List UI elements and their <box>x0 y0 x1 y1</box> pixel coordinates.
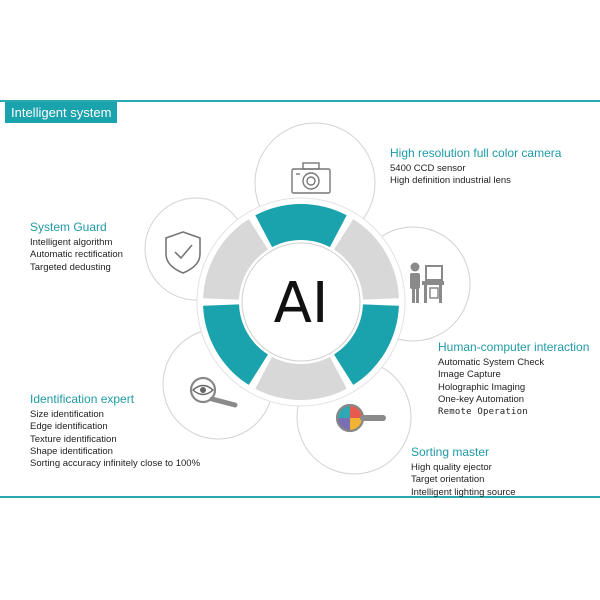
identification-item: Shape identification <box>30 445 113 457</box>
ring-segment <box>203 219 268 300</box>
ring-segment <box>255 356 347 401</box>
hci-title: Human-computer interaction <box>438 340 590 354</box>
identification-feature: Identification expert Size identificatio… <box>30 392 200 470</box>
guard-item: Targeted dedusting <box>30 261 111 273</box>
identification-item: Edge identification <box>30 421 108 433</box>
section-title: Intelligent system <box>5 102 118 123</box>
ring-segment <box>334 219 399 300</box>
guard-title: System Guard <box>30 220 107 234</box>
guard-item: Intelligent algorithm <box>30 237 113 248</box>
hci-feature: Human-computer interaction Automatic Sys… <box>438 340 589 418</box>
guard-item: Automatic rectification <box>30 249 123 261</box>
camera-item: 5400 CCD sensor <box>390 163 466 174</box>
hci-item: Automatic System Check <box>438 357 545 368</box>
guard-feature: System Guard Intelligent algorithm Autom… <box>30 220 123 274</box>
camera-item: High definition industrial lens <box>390 175 511 187</box>
shield-check-icon <box>165 231 201 274</box>
sorting-title: Sorting master <box>411 445 490 459</box>
ring-segment <box>334 304 399 385</box>
ring-segment <box>255 203 347 248</box>
operator-workstation-icon <box>410 262 444 303</box>
camera-icon <box>291 162 331 194</box>
bottom-divider <box>0 496 600 498</box>
identification-item: Size identification <box>30 409 104 420</box>
camera-title: High resolution full color camera <box>390 146 562 160</box>
sorting-feature: Sorting master High quality ejector Targ… <box>411 445 516 499</box>
camera-feature: High resolution full color camera 5400 C… <box>390 146 561 188</box>
hci-item: Holographic Imaging <box>438 381 526 393</box>
center-label: AI <box>274 271 329 336</box>
top-divider <box>0 100 600 102</box>
hci-item: One-key Automation <box>438 393 525 405</box>
identification-title: Identification expert <box>30 392 135 406</box>
eye-magnifier-icon <box>189 376 238 408</box>
ai-ring <box>203 203 399 401</box>
center-disc <box>241 242 361 362</box>
sorting-item: Intelligent lighting source <box>411 486 516 498</box>
sorting-item: Target orientation <box>411 474 485 486</box>
ring-segment <box>203 304 268 385</box>
hci-item: Image Capture <box>438 369 501 381</box>
sorting-item: High quality ejector <box>411 462 492 473</box>
identification-item: Sorting accuracy infinitely close to 100… <box>30 458 201 470</box>
color-magnifier-icon <box>335 403 386 433</box>
identification-item: Texture identification <box>30 433 117 445</box>
hci-item: Remote Operation <box>438 407 528 418</box>
